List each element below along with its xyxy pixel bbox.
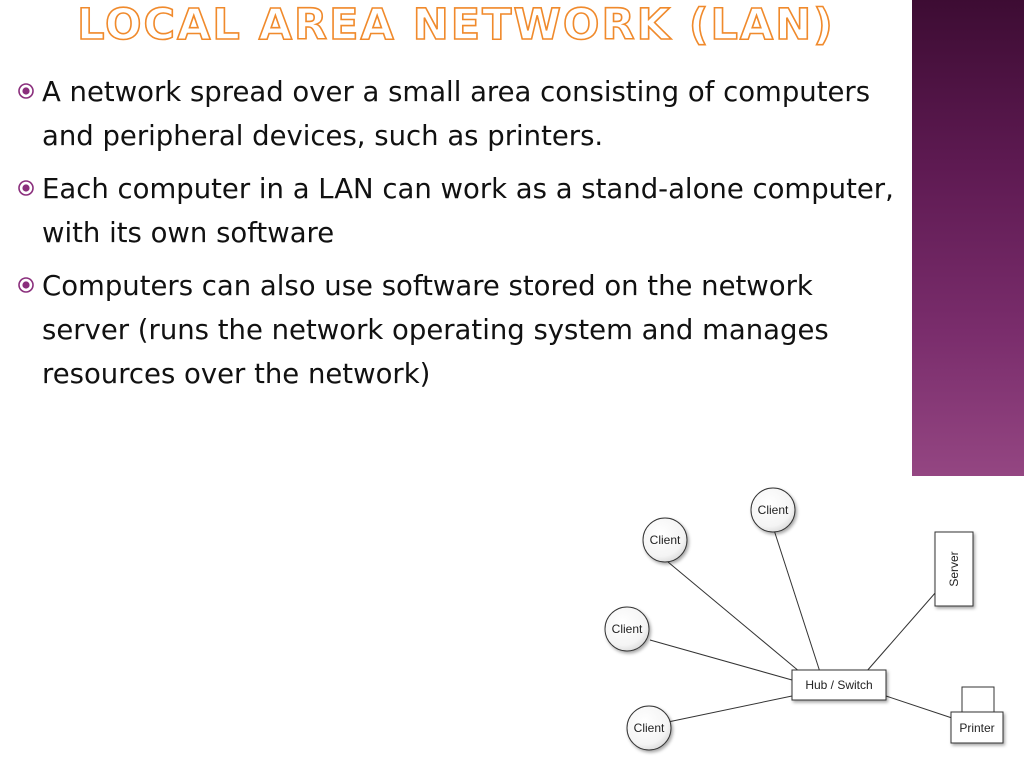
link-client-bottom <box>667 695 793 723</box>
bullet-text: Computers can also use software stored o… <box>42 270 829 390</box>
bullet-text: Each computer in a LAN can work as a sta… <box>42 173 894 249</box>
link-printer <box>885 695 953 719</box>
client-label: Client <box>612 622 643 636</box>
circle-dot-bullet-icon <box>18 277 34 293</box>
server-label: Server <box>947 551 961 586</box>
client-label: Client <box>650 533 681 547</box>
circle-dot-bullet-icon <box>18 83 34 99</box>
printer-paper-tray-icon <box>961 686 995 713</box>
hub-switch-node: Hub / Switch <box>791 669 887 701</box>
client-label: Client <box>758 503 789 517</box>
bullet-list: A network spread over a small area consi… <box>16 70 904 405</box>
client-node-top: Client <box>750 487 796 533</box>
link-server <box>865 591 937 673</box>
bullet-item-1: A network spread over a small area consi… <box>16 70 904 158</box>
client-node-upper-left: Client <box>642 517 688 563</box>
client-label: Client <box>634 721 665 735</box>
printer-node: Printer <box>950 686 1004 744</box>
client-node-bottom: Client <box>626 705 672 751</box>
hub-switch-label: Hub / Switch <box>805 678 872 692</box>
link-client-left <box>649 639 793 681</box>
slide-title: LOCAL AREA NETWORK (LAN) <box>76 0 835 50</box>
printer-label: Printer <box>959 721 994 735</box>
circle-dot-bullet-icon <box>18 180 34 196</box>
bullet-item-2: Each computer in a LAN can work as a sta… <box>16 167 904 255</box>
client-node-left: Client <box>604 606 650 652</box>
decorative-side-band <box>912 0 1024 476</box>
server-node: Server <box>934 531 974 607</box>
link-client-top <box>773 529 821 673</box>
bullet-item-3: Computers can also use software stored o… <box>16 264 904 396</box>
connection-lines <box>649 529 953 723</box>
link-client-upper-left <box>667 561 801 673</box>
bullet-text: A network spread over a small area consi… <box>42 76 871 152</box>
